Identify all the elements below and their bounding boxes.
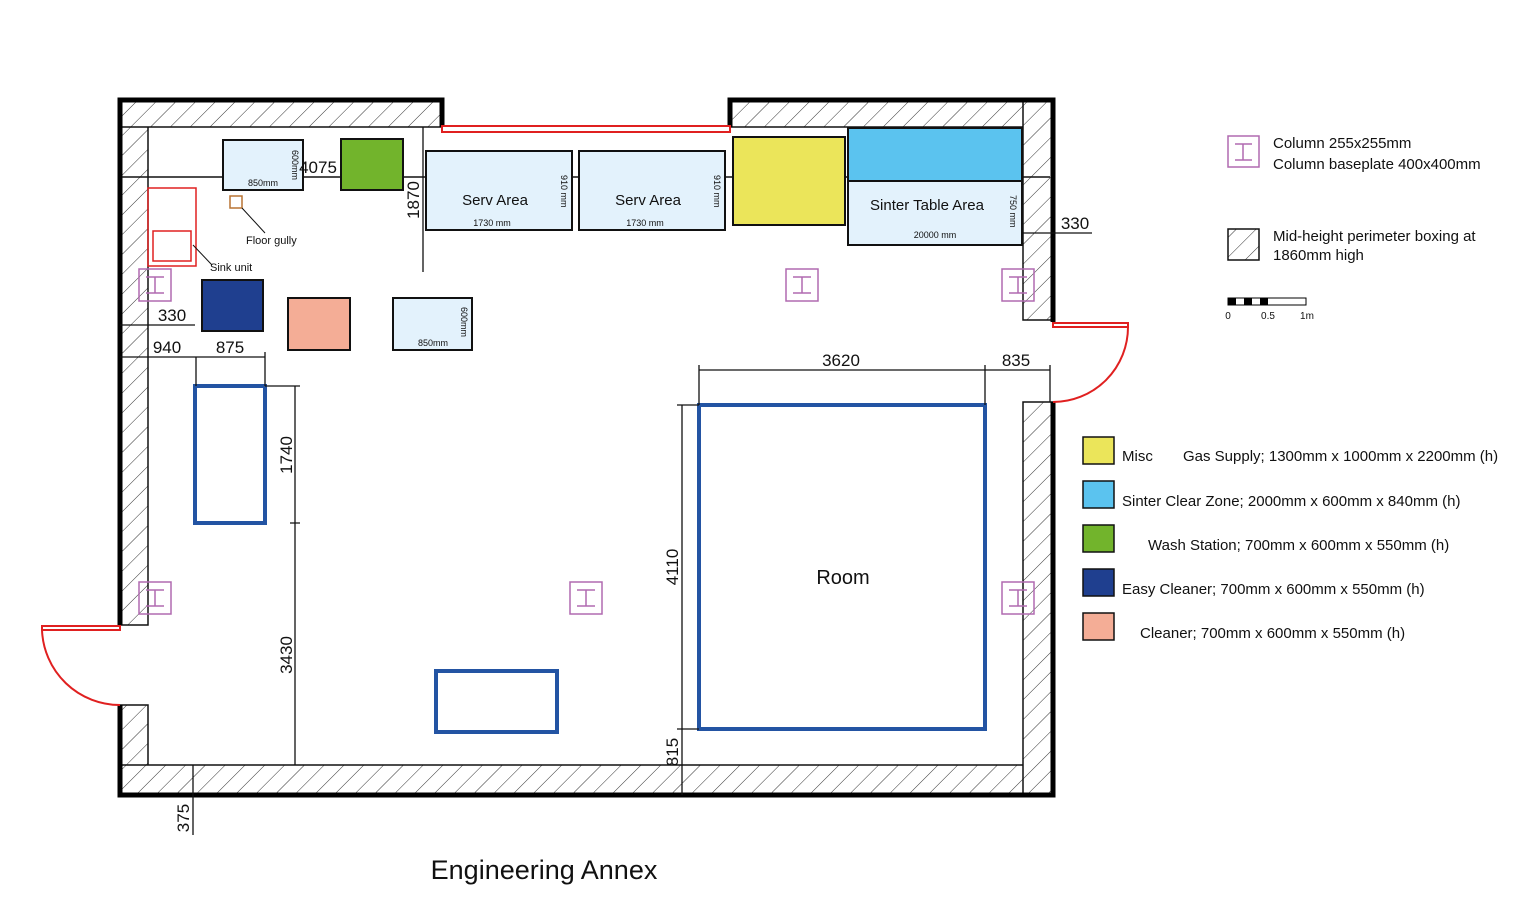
scale-label-0-5: 0.5 [1261,311,1275,322]
cleaner[interactable] [287,297,351,351]
legend-misc-label: Misc [1122,448,1153,465]
dim-330-right: 330 [1061,214,1089,233]
serv-area-2[interactable]: Serv Area 1730 mm 910 mm [578,150,726,231]
scale-label-1m: 1m [1300,311,1314,322]
sink-unit[interactable] [147,187,197,267]
dim-875: 875 [216,338,244,357]
zone-left[interactable] [193,384,267,525]
window-top [441,125,731,133]
sinter-depth: 750 mm [1008,195,1018,228]
dim-1870: 1870 [404,181,423,219]
column-icon [785,268,819,302]
unit-width: 850mm [418,338,448,348]
legend-swatch-wash [1082,524,1115,553]
column-icon [1001,268,1035,302]
legend-wash-label: Wash Station; 700mm x 600mm x 550mm (h) [1148,537,1449,554]
sinter-width: 20000 mm [914,230,957,240]
columns [138,268,1035,615]
room[interactable] [697,403,987,731]
dim-3620: 3620 [822,351,860,370]
color-legend: Misc Gas Supply; 1300mm x 1000mm x 2200m… [1082,436,1498,642]
sink-unit-label: Sink unit [210,262,252,274]
unit-width: 850mm [248,178,278,188]
easy-cleaner[interactable] [201,279,264,332]
serv-area-width: 1730 mm [473,218,511,228]
legend-column: Column 255x255mm Column baseplate 400x40… [1227,135,1481,173]
perimeter-boxing [119,99,1054,796]
dim-4110: 4110 [663,549,682,586]
legend-boxing-text-1: Mid-height perimeter boxing at [1273,228,1476,245]
equipment-unit-1[interactable]: 850mm 600mm [222,139,304,191]
column-icon [569,581,603,615]
legend-swatch-easy-cleaner [1082,568,1115,597]
column-icon [1001,581,1035,615]
unit-depth: 600mm [459,307,469,337]
misc-gas-supply[interactable] [732,136,846,226]
door-right[interactable] [1052,322,1129,403]
gully-leader [241,207,266,234]
serv-area-width: 1730 mm [626,218,664,228]
legend-column-text-2: Column baseplate 400x400mm [1273,156,1481,173]
dimension-lines [120,127,1092,835]
legend-easy-cleaner-label: Easy Cleaner; 700mm x 600mm x 550mm (h) [1122,581,1425,598]
column-icon [1227,135,1260,168]
legend-swatch-misc [1082,436,1115,465]
floor-gully-label: Floor gully [246,235,297,247]
sinter-clear-zone[interactable] [847,127,1023,182]
column-icon [138,581,172,615]
serv-area-label: Serv Area [615,192,682,209]
legend-column-text-1: Column 255x255mm [1273,135,1411,152]
dim-375: 375 [174,804,193,832]
equipment-unit-2[interactable]: 850mm 600mm [392,297,473,351]
legend-cleaner-label: Cleaner; 700mm x 600mm x 550mm (h) [1140,625,1405,642]
serv-area-depth: 910 mm [559,175,569,208]
outer-walls [117,97,1056,798]
floor-gully[interactable] [229,195,243,209]
legend-boxing-text-2: 1860mm high [1273,247,1364,264]
sinter-label: Sinter Table Area [870,197,985,214]
serv-area-label: Serv Area [462,192,529,209]
dim-835: 835 [1002,351,1030,370]
legend-misc-desc: Gas Supply; 1300mm x 1000mm x 2200mm (h) [1183,448,1498,465]
dim-940: 940 [153,338,181,357]
legend-swatch-sinter [1082,480,1115,509]
dim-4075: 4075 [299,158,337,177]
dim-3430: 3430 [277,636,296,674]
page-title: Engineering Annex [431,855,658,885]
legend-sinter-label: Sinter Clear Zone; 2000mm x 600mm x 840m… [1122,493,1460,510]
door-left[interactable] [41,625,121,706]
scale-bar: 0 0.5 1m [1225,297,1314,322]
hatch-icon [1227,228,1260,261]
room-label: Room [816,567,869,589]
wash-station[interactable] [340,138,404,191]
unit-depth: 600mm [290,150,300,180]
zone-bottom[interactable] [434,669,559,734]
sinter-table-area[interactable]: Sinter Table Area 20000 mm 750 mm [847,127,1023,246]
dim-330-left: 330 [158,306,186,325]
dim-815: 815 [663,738,682,766]
legend-swatch-cleaner [1082,612,1115,641]
scale-label-0: 0 [1225,311,1231,322]
column-icon [138,268,172,302]
serv-area-depth: 910 mm [712,175,722,208]
serv-area-1[interactable]: Serv Area 1730 mm 910 mm [425,150,573,231]
sink-leader [192,244,213,266]
legend-boxing: Mid-height perimeter boxing at 1860mm hi… [1227,228,1476,264]
dim-1740: 1740 [277,436,296,474]
